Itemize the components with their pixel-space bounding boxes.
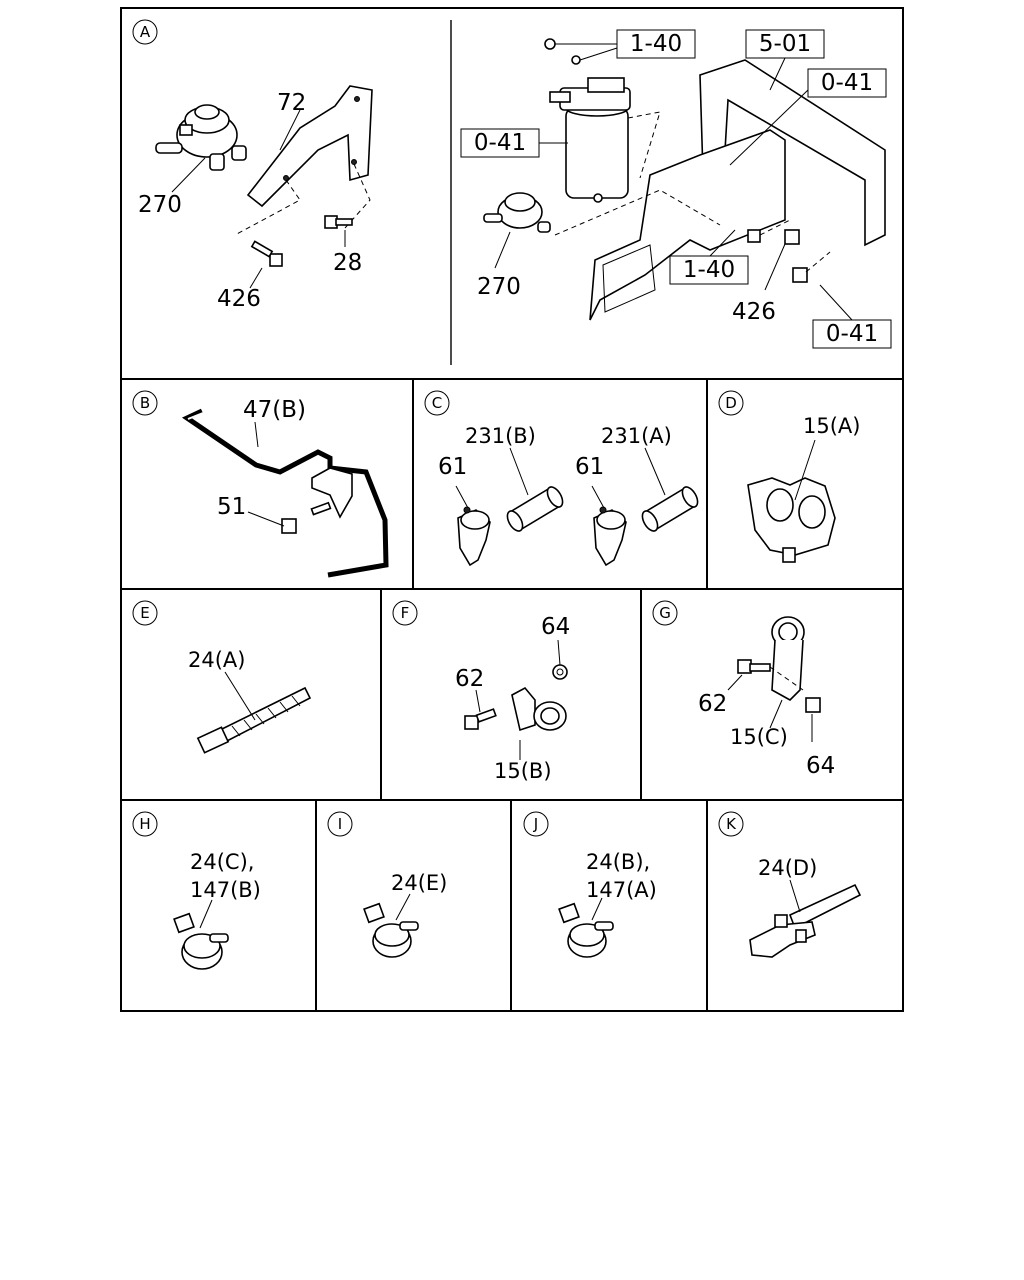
- ref-box-1-40-top: [616, 29, 696, 59]
- ref-1-40-top: 1-40: [630, 31, 682, 57]
- ref-0-41-bottom: 0-41: [826, 321, 878, 347]
- panel-c-marker: [424, 390, 450, 416]
- panel-c-letter: C: [432, 394, 442, 412]
- panel-f: F 64 62 15(B): [392, 600, 570, 783]
- pressure-regulator-drawing-right: [483, 192, 551, 233]
- panel-f-marker: [392, 600, 418, 626]
- sleeve-231a: [641, 486, 699, 532]
- washer-64: [552, 664, 568, 680]
- cable-tie-24a: [196, 686, 312, 754]
- panel-j-marker: [523, 811, 549, 837]
- panel-a: A 72 270 28 426: [132, 19, 892, 349]
- clip-15a: [747, 477, 836, 563]
- bolts-right: [747, 229, 808, 283]
- panel-j: J 24(B), 147(A): [523, 811, 657, 958]
- clip-15c: [771, 616, 805, 701]
- panel-e-marker: [132, 600, 158, 626]
- label-24b: 24(B),: [586, 850, 650, 874]
- label-24e: 24(E): [391, 871, 447, 895]
- ref-0-41-right: 0-41: [821, 70, 873, 96]
- panel-e-letter: E: [140, 604, 149, 622]
- bolt-28: [324, 215, 353, 229]
- ref-1-40-mid: 1-40: [683, 257, 735, 283]
- hose-clamp-j: [558, 902, 614, 958]
- label-64-g: 64: [806, 753, 835, 779]
- label-28: 28: [333, 250, 362, 276]
- clip-61-right: [593, 506, 627, 567]
- panel-e: E 24(A): [132, 600, 312, 754]
- label-15c: 15(C): [730, 725, 788, 749]
- label-51: 51: [217, 494, 246, 520]
- bolt-62-f: [464, 708, 497, 730]
- ref-0-41-left: 0-41: [474, 130, 526, 156]
- panel-d-letter: D: [725, 394, 737, 412]
- bolt-426-left: [250, 240, 283, 267]
- panel-h-marker: [132, 811, 158, 837]
- panel-i: I 24(E): [327, 811, 447, 958]
- panel-d-marker: [718, 390, 744, 416]
- panel-b: B 47(B) 51: [132, 390, 389, 578]
- panel-h-letter: H: [139, 815, 150, 833]
- label-270-left: 270: [138, 192, 182, 218]
- panel-d: D 15(A): [718, 390, 860, 563]
- label-231a: 231(A): [601, 424, 672, 448]
- panel-g-marker: [652, 600, 678, 626]
- panel-i-marker: [327, 811, 353, 837]
- label-15a: 15(A): [803, 414, 860, 438]
- label-15b: 15(B): [494, 759, 552, 783]
- pressure-regulator-drawing-left: [155, 104, 247, 171]
- panel-a-marker: [132, 19, 158, 45]
- label-24d: 24(D): [758, 856, 817, 880]
- ref-5-01: 5-01: [759, 31, 811, 57]
- ref-box-1-40-mid: [669, 255, 749, 285]
- label-47b: 47(B): [243, 397, 306, 423]
- hose-clamp-i: [363, 902, 419, 958]
- panel-k-letter: K: [726, 815, 737, 833]
- label-72: 72: [277, 90, 306, 116]
- panel-grid: [120, 7, 904, 1012]
- nut-51: [281, 518, 297, 534]
- nut-64-g: [805, 697, 821, 713]
- label-270-right: 270: [477, 274, 521, 300]
- label-62-f: 62: [455, 666, 484, 692]
- panel-j-letter: J: [533, 815, 538, 833]
- ref-box-0-41-right: [807, 68, 887, 98]
- clip-61-left: [457, 506, 491, 567]
- label-61-left: 61: [438, 454, 467, 480]
- panel-b-marker: [132, 390, 158, 416]
- fuel-filter: [549, 77, 631, 203]
- label-64-f: 64: [541, 614, 570, 640]
- panel-b-letter: B: [140, 394, 150, 412]
- label-147b: 147(B): [190, 878, 261, 902]
- panel-g: G 62 15(C) 64: [652, 600, 835, 779]
- label-24c: 24(C),: [190, 850, 254, 874]
- sleeve-231b: [506, 486, 564, 532]
- panel-a-letter: A: [140, 23, 151, 41]
- pipe-47b: [181, 408, 389, 578]
- mounting-bracket: [589, 129, 786, 321]
- clip-15b: [511, 686, 567, 732]
- bracket-72: [246, 85, 373, 208]
- panel-c: C 231(B) 231(A) 61 61: [424, 390, 699, 567]
- hose-clamp-h: [173, 912, 229, 970]
- panel-k-marker: [718, 811, 744, 837]
- label-61-right: 61: [575, 454, 604, 480]
- bolt-62-g: [737, 659, 771, 674]
- panel-k: K 24(D): [718, 811, 862, 958]
- panel-f-letter: F: [401, 604, 410, 622]
- panel-i-letter: I: [338, 815, 342, 833]
- label-426-left: 426: [217, 286, 261, 312]
- label-62-g: 62: [698, 691, 727, 717]
- label-426-right: 426: [732, 299, 776, 325]
- panel-g-letter: G: [659, 604, 671, 622]
- label-231b: 231(B): [465, 424, 536, 448]
- label-24a: 24(A): [188, 648, 245, 672]
- panel-h: H 24(C), 147(B): [132, 811, 261, 970]
- label-147a: 147(A): [586, 878, 657, 902]
- clip-24d: [749, 883, 862, 958]
